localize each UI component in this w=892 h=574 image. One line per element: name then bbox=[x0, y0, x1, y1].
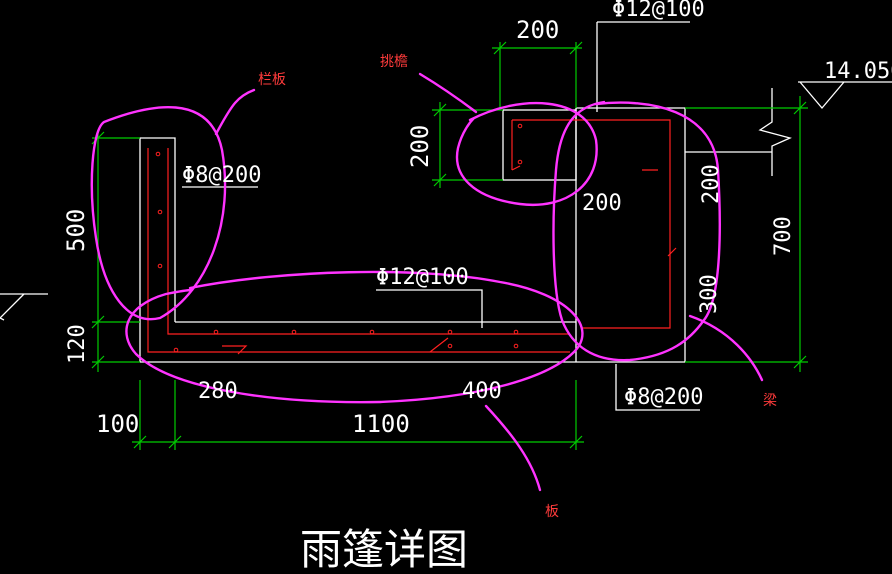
dim-top-200 bbox=[492, 42, 582, 108]
dim-slab-thickness: 120 bbox=[65, 324, 90, 364]
dim-eave-width: 200 bbox=[516, 16, 559, 44]
rebar-lines bbox=[147, 119, 677, 355]
rebar-dot bbox=[213, 329, 219, 335]
rebar-dot bbox=[447, 329, 453, 335]
beam-tail bbox=[688, 314, 764, 382]
dim-slab-right: 400 bbox=[462, 379, 502, 404]
dim-eave-200 bbox=[432, 102, 503, 188]
eave-tail bbox=[418, 72, 478, 114]
rebar-dot bbox=[517, 123, 523, 129]
dim-beam-total: 700 bbox=[771, 216, 796, 256]
rebar-dots bbox=[155, 123, 523, 353]
rebar-dot bbox=[447, 343, 453, 349]
eave-rebar bbox=[511, 119, 671, 329]
break-symbol bbox=[758, 88, 792, 176]
railing-rebar bbox=[147, 148, 570, 353]
rebar-dot bbox=[517, 159, 523, 165]
eave-loop bbox=[455, 102, 598, 207]
railing-tail bbox=[214, 88, 256, 136]
slab-loop bbox=[125, 270, 584, 404]
elevation-mark-left bbox=[0, 293, 48, 321]
beam-label-leader bbox=[615, 364, 700, 411]
rebar-dot bbox=[157, 263, 163, 269]
beam-hooks bbox=[642, 169, 677, 257]
railing-outline bbox=[139, 137, 176, 362]
eave-outline bbox=[502, 109, 577, 181]
eave-annotation: 挑檐 bbox=[380, 54, 408, 70]
slab-outline bbox=[140, 321, 685, 363]
rebar-dot bbox=[513, 329, 519, 335]
dim-right-vertical bbox=[685, 96, 808, 372]
dim-beam-lower: 300 bbox=[697, 274, 722, 314]
beam-annotation: 梁 bbox=[763, 393, 777, 409]
dim-left-offset: 100 bbox=[96, 410, 139, 438]
slab-label-leader bbox=[376, 289, 483, 328]
slab-tail bbox=[484, 404, 542, 492]
top-bracket bbox=[596, 21, 690, 112]
rebar-dot bbox=[155, 151, 161, 157]
rebar-dot bbox=[173, 347, 179, 353]
rebar-dot bbox=[291, 329, 297, 335]
rebar-dot bbox=[513, 343, 519, 349]
dim-slab-left: 280 bbox=[198, 379, 238, 404]
eave-hook bbox=[511, 165, 521, 171]
railing-loop bbox=[90, 106, 227, 321]
beam-outline bbox=[575, 107, 686, 362]
dim-eave-lower: 200 bbox=[582, 191, 622, 216]
dim-span: 1100 bbox=[352, 410, 410, 438]
railing-annotation: 栏板 bbox=[258, 72, 286, 88]
markup-loops bbox=[90, 72, 764, 492]
slab-annotation: 板 bbox=[545, 504, 559, 520]
dim-railing-height: 500 bbox=[62, 209, 90, 252]
beam-loop bbox=[552, 100, 721, 362]
top-rebar-label: Φ12@100 bbox=[612, 0, 705, 22]
slab-rebar-label: Φ12@100 bbox=[376, 265, 469, 290]
beam-rebar-label: Φ8@200 bbox=[624, 385, 703, 410]
rebar-dot bbox=[157, 209, 163, 215]
dim-beam-top: 200 bbox=[699, 164, 724, 204]
elevation-mark-right bbox=[798, 81, 892, 110]
slab-hook-left bbox=[222, 345, 248, 355]
dim-eave-height: 200 bbox=[406, 125, 434, 168]
slab-hook-right bbox=[429, 337, 449, 353]
railing-rebar-label: Φ8@200 bbox=[182, 163, 261, 188]
title-text: 雨篷详图 bbox=[300, 525, 468, 574]
elevation-label: 14.050 bbox=[824, 59, 892, 84]
rebar-dot bbox=[369, 329, 375, 335]
dim-ticks bbox=[91, 41, 807, 449]
dim-bottom-horizontal bbox=[132, 380, 584, 450]
